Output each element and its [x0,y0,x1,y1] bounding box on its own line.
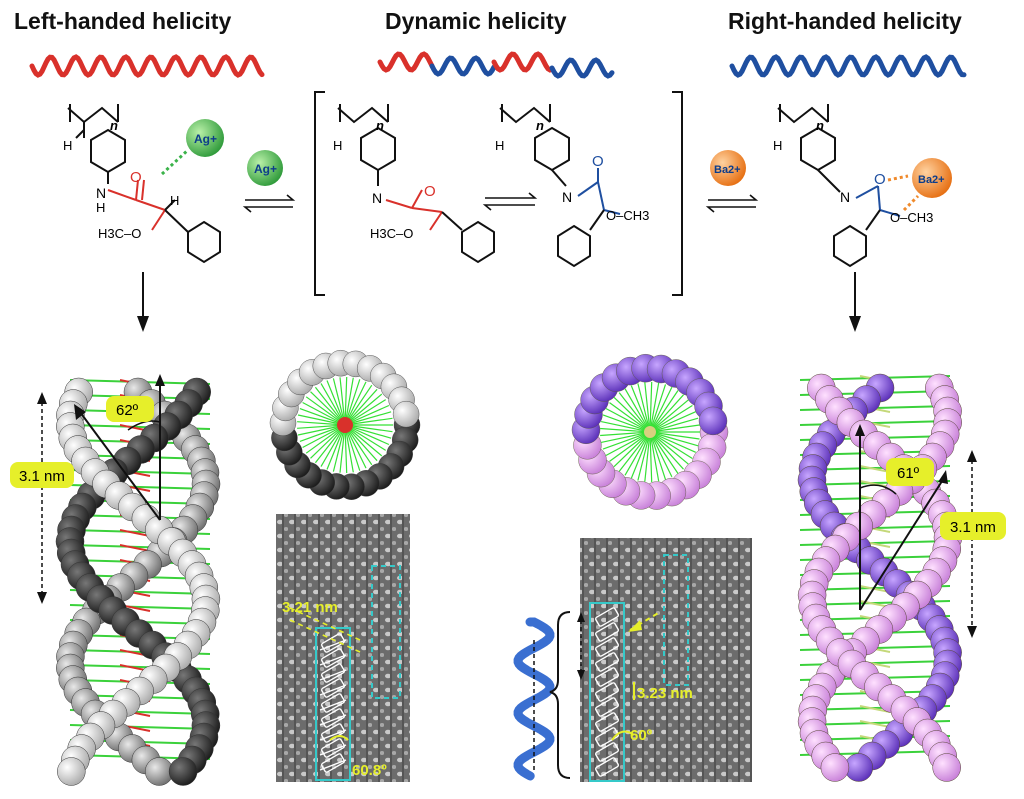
afm-right-angle-label: 60º [630,727,653,744]
small-blue-helix [513,611,585,781]
atom-o-2: O [424,183,436,200]
atom-n: N [96,185,106,201]
left-pitch-marker [10,392,74,604]
right-pitch-label: 3.1 nm [950,519,996,536]
left-angle-label: 62º [116,402,139,419]
afm-left-angle-label: 60.8º [352,762,387,779]
title-right-handed: Right-handed helicity [728,8,962,34]
right-helix-top-view [571,354,729,510]
ba-ion-ball [912,158,952,198]
ag-reagent-ball [247,150,283,186]
left-helix-top-view [269,350,421,500]
atom-n-3: N [562,189,572,205]
down-arrow-left [137,272,149,332]
methoxy-dynamic-left: H3C–O [370,226,413,241]
structure-dynamic-left [337,104,495,264]
right-angle-label: 61º [897,465,920,482]
ag-ion-ball [186,119,224,157]
methoxy-right: O–CH3 [890,210,933,225]
dynamic-helix-wave [377,51,615,79]
atom-h: H [63,138,72,153]
ag-ion-label: Ag+ [194,132,217,146]
left-angle-marker [74,374,165,521]
atom-h-nh: H [96,200,105,215]
afm-image-left [276,514,410,782]
ba-ion-label: Ba2+ [918,174,945,186]
ba-reagent-ball [710,150,746,186]
structure-right-ba-complex [777,104,920,268]
atom-o-carbonyl: O [130,169,142,186]
afm-image-right [580,538,752,782]
atom-o-4: O [874,171,886,188]
atom-h-3: H [495,138,504,153]
right-angle-marker [855,424,948,611]
bracket-right [672,91,683,296]
left-helix-wave [29,54,265,78]
methoxy-left: H3C–O [98,226,141,241]
title-dynamic: Dynamic helicity [385,8,567,34]
atom-h-chiral: H [170,193,179,208]
repeat-n-label: n [110,118,118,133]
atom-n-4: N [840,189,850,205]
bracket-left [314,91,325,296]
right-pitch-marker [940,450,1006,638]
ba-reagent-label: Ba2+ [714,164,741,176]
afm-left-pitch-label: 3.21 nm [282,599,338,616]
left-pitch-label: 3.1 nm [19,468,65,485]
equilibrium-arrows-right [705,194,759,213]
title-left-handed: Left-handed helicity [14,8,232,34]
structure-dynamic-right [499,104,621,268]
right-helix-wave [729,54,967,78]
atom-h-4: H [773,138,782,153]
structure-left-ag-complex [67,104,221,264]
atom-h-2: H [333,138,342,153]
repeat-n-label-3: n [536,118,544,133]
repeat-n-label-4: n [816,118,824,133]
methoxy-dynamic-right: O–CH3 [606,208,649,223]
left-helix-model [55,377,221,786]
ag-reagent-label: Ag+ [254,162,277,176]
afm-right-pitch-label: 3.23 nm [637,685,693,702]
repeat-n-label-2: n [376,118,384,133]
atom-o-3: O [592,153,604,170]
equilibrium-arrows-left [242,194,296,213]
down-arrow-right [849,272,861,332]
equilibrium-arrows-middle [482,192,538,211]
atom-n-2: N [372,190,382,206]
